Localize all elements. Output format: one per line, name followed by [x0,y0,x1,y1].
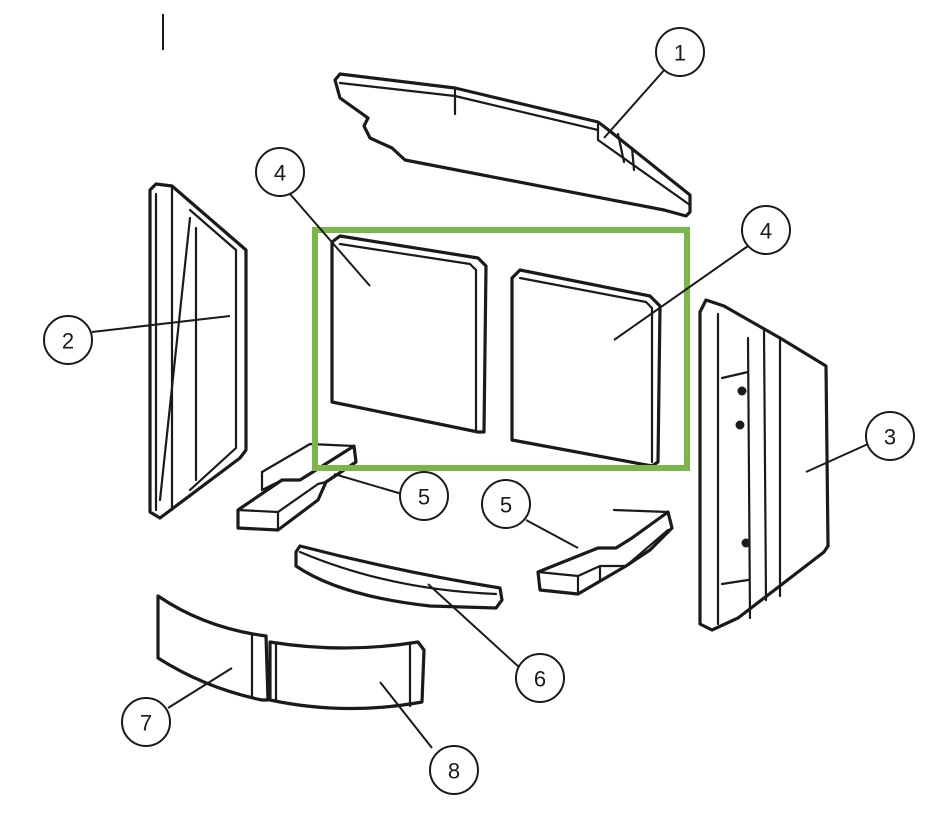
leader-line-2 [91,315,231,333]
part-8-front-right-brick [268,640,426,711]
callout-label-5b: 5 [500,493,512,518]
callout-label-6: 6 [534,667,546,692]
callout-1: 1 [655,27,705,77]
callout-5a: 5 [399,471,449,521]
leader-line-4b [613,245,749,341]
part-3-right-side-panel [698,298,830,632]
leader-line-5b [525,519,579,549]
part-5-right-floor-brick [536,508,674,596]
callout-label-1: 1 [674,41,686,66]
leader-line-7 [167,667,233,709]
part-1-top-baffle [333,72,692,218]
callout-2: 2 [43,315,93,365]
part-2-left-side-panel [148,182,248,520]
callout-8: 8 [429,745,479,795]
callout-4a: 4 [255,147,305,197]
part-4-right-rear-brick [510,268,662,468]
callout-label-8: 8 [448,759,460,784]
part-4-left-rear-brick [330,234,488,434]
leader-line-8 [379,681,433,749]
callout-label-5a: 5 [418,485,430,510]
leader-line-4a [289,193,371,287]
callout-5b: 5 [481,479,531,529]
callout-label-7: 7 [140,711,152,736]
leader-line-6 [427,583,521,669]
part-7-front-left-brick [156,594,270,702]
callout-label-2: 2 [62,329,74,354]
leader-line-5a [333,473,403,495]
callout-4b: 4 [741,205,791,255]
part-5-left-floor-brick [236,442,358,532]
callout-6: 6 [515,653,565,703]
leader-line-3 [805,443,869,473]
callout-label-4a: 4 [274,161,286,186]
callout-label-4b: 4 [760,219,772,244]
callout-3: 3 [865,411,915,461]
highlight-box [312,227,690,471]
part-6-curved-floor-brick [294,544,504,610]
callout-label-3: 3 [884,425,896,450]
leader-line-1 [603,67,667,139]
callout-7: 7 [121,697,171,747]
